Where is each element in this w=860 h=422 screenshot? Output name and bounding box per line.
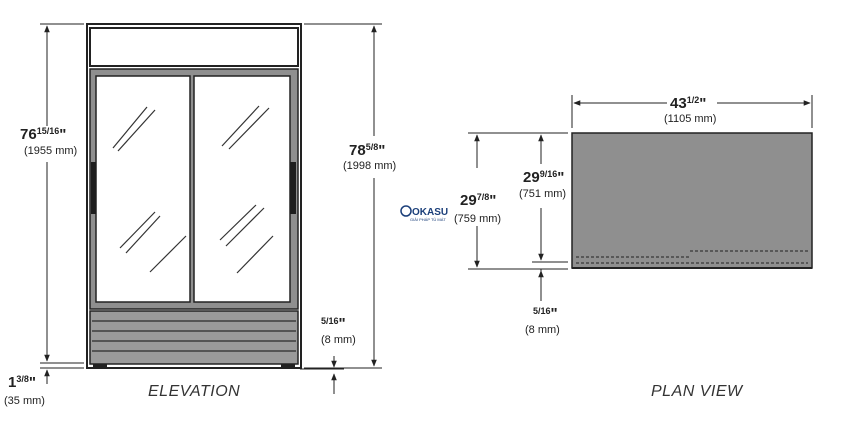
- right-leg: [281, 364, 295, 369]
- dim-depth-outer: [468, 132, 568, 270]
- depth-outer-mm: (759 mm): [454, 213, 501, 225]
- gap-label: 5/16": [533, 305, 558, 322]
- dim-height-left: [40, 23, 84, 364]
- elevation-title: ELEVATION: [148, 383, 240, 400]
- dim-depth-inner: [532, 134, 568, 263]
- height-left-label: 7615/16": [20, 126, 66, 143]
- base-grille: [89, 310, 299, 365]
- header-panel: [89, 27, 299, 67]
- plan-door-edge: [576, 250, 808, 264]
- right-door: [193, 75, 291, 303]
- leg-right-mm: (8 mm): [321, 334, 356, 346]
- width-label: 431/2": [670, 95, 706, 112]
- gap-mm: (8 mm): [525, 324, 560, 336]
- grille-slats: [92, 320, 296, 352]
- plan-title: PLAN VIEW: [651, 383, 744, 400]
- depth-inner-label: 299/16": [523, 169, 564, 186]
- leg-right-label: 5/16": [321, 315, 346, 332]
- dim-leg-left: [40, 367, 84, 384]
- right-handle: [290, 162, 296, 214]
- dim-width: [571, 95, 813, 128]
- okasu-logo: OKASU GIẢI PHÁP TỦ MÁT: [400, 205, 448, 222]
- left-handle: [91, 162, 96, 214]
- glass-reflections: [112, 105, 274, 274]
- leg-left-label: 13/8": [8, 374, 36, 391]
- dim-height-right: [304, 23, 382, 369]
- leg-left-mm: (35 mm): [4, 395, 45, 407]
- logo-text: OKASU: [412, 207, 448, 218]
- depth-outer-label: 297/8": [460, 192, 496, 209]
- height-right-mm: (1998 mm): [343, 160, 396, 172]
- logo-tagline: GIẢI PHÁP TỦ MÁT: [410, 217, 446, 222]
- left-door: [95, 75, 191, 303]
- plan-view: 431/2" (1105 mm) 297/8" (759 mm) 299/16"…: [454, 95, 813, 400]
- height-left-mm: (1955 mm): [24, 145, 77, 157]
- dim-leg-right: [300, 356, 344, 394]
- logo-ring-icon: [400, 205, 412, 217]
- depth-inner-mm: (751 mm): [519, 188, 566, 200]
- elevation-view: 7615/16" (1955 mm) 13/8" (35 mm) 785/8" …: [4, 23, 396, 407]
- height-right-label: 785/8": [349, 142, 385, 159]
- plan-body: [571, 132, 813, 269]
- width-mm: (1105 mm): [664, 113, 716, 125]
- left-leg: [93, 364, 107, 369]
